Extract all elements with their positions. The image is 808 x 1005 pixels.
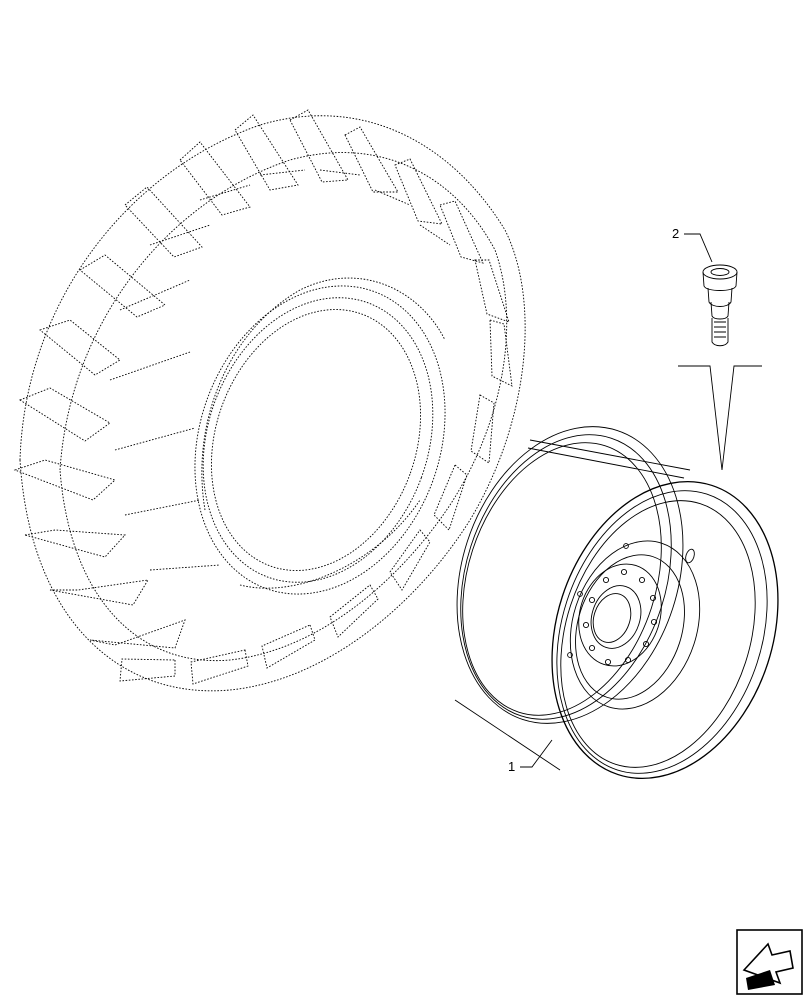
wheel-bolt-holes	[567, 543, 658, 666]
callout-2-leader	[684, 233, 713, 263]
tire-tread-lugs	[13, 109, 513, 685]
previous-page-arrow-icon[interactable]	[736, 929, 803, 995]
callout-2-label: 2	[672, 226, 679, 241]
assembly-direction-arrow	[678, 365, 762, 471]
tire-phantom-outline	[13, 109, 526, 692]
callout-1-leader	[520, 739, 553, 768]
wheel-rim	[454, 426, 779, 780]
callout-1-label: 1	[508, 759, 515, 774]
valve-hole	[685, 548, 695, 564]
tire-valve-part	[702, 264, 738, 347]
